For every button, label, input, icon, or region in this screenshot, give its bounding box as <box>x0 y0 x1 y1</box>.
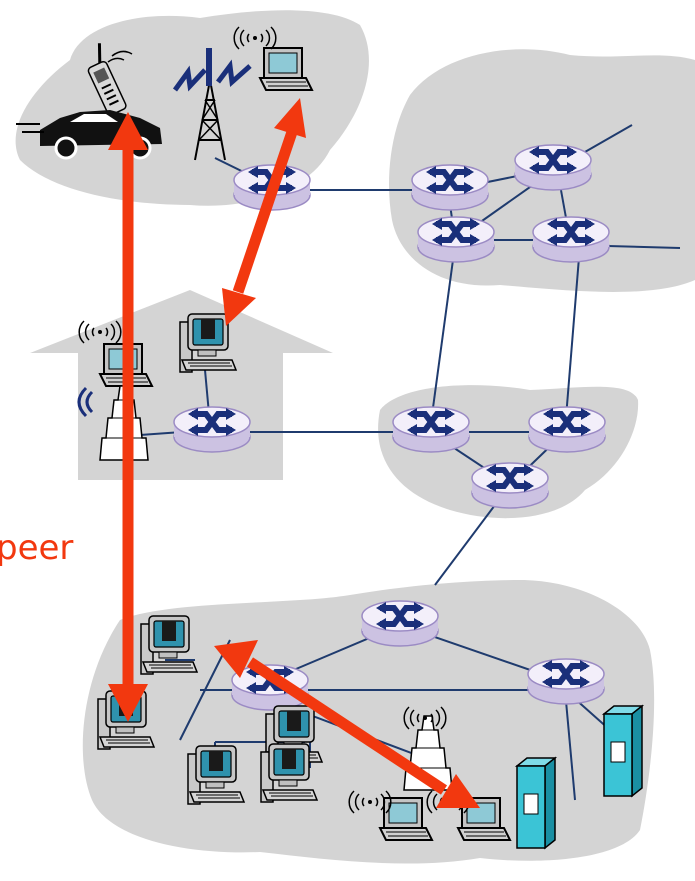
router-icon <box>528 659 604 704</box>
router-icon <box>529 407 605 452</box>
router-icon <box>174 407 250 452</box>
server-icon <box>516 757 556 849</box>
router-icon <box>393 407 469 452</box>
desktop-computer-icon <box>187 745 245 805</box>
cell-phone-icon <box>87 43 127 116</box>
peer-label: peer <box>0 528 74 568</box>
router-icon <box>472 463 548 508</box>
wireless-access-point-icon <box>77 385 149 461</box>
mobile-network-cloud <box>15 10 369 206</box>
desktop-computer-icon <box>140 615 198 675</box>
cell-tower-icon <box>172 48 252 161</box>
peer-arrow-laptop-to-home <box>222 98 306 326</box>
home-network-house <box>30 290 333 480</box>
peer-arrow-office-to-laptop <box>214 640 480 808</box>
router-icon <box>412 165 488 210</box>
server-icon <box>603 705 643 797</box>
router-icon <box>515 145 591 190</box>
peer-arrow-phone-to-office <box>108 112 148 722</box>
router-icon <box>418 217 494 262</box>
router-icon <box>362 601 438 646</box>
router-icon <box>533 217 609 262</box>
desktop-computer-icon <box>260 743 318 803</box>
